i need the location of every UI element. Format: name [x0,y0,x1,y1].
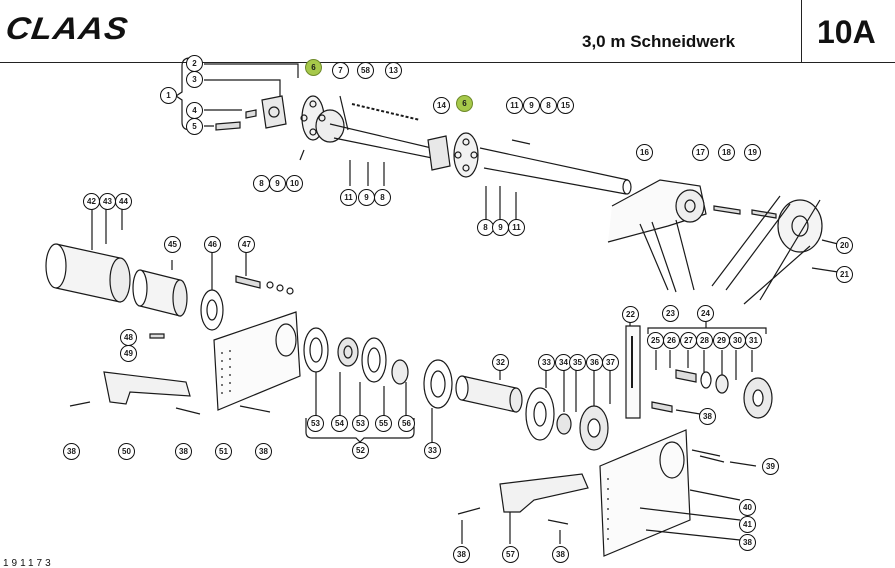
callout-21: 21 [836,266,853,283]
callout-49: 49 [120,345,137,362]
ring-33-left [423,359,453,409]
bracket-50 [103,371,191,405]
callout-6-right: 6 [456,95,473,112]
callout-33-right: 33 [538,354,555,371]
ring-55 [391,359,409,385]
callout-32: 32 [492,354,509,371]
callout-51: 51 [215,443,232,460]
callout-14: 14 [433,97,450,114]
callout-43: 43 [99,193,116,210]
shaft-15 [479,147,629,195]
chain-13 [351,103,421,121]
callout-13: 13 [385,62,402,79]
bearing-54 [337,337,359,367]
callout-10: 10 [286,175,303,192]
callout-38-bottom-mid: 38 [552,546,569,563]
callout-7: 7 [332,62,349,79]
callout-38-bottom-right: 38 [739,534,756,551]
callout-3: 3 [186,71,203,88]
callout-48: 48 [120,329,137,346]
callout-55: 55 [375,415,392,432]
callout-46: 46 [204,236,221,253]
callout-38-plate: 38 [255,443,272,460]
ring-33-right [525,387,555,441]
callout-52: 52 [352,442,369,459]
page-title: 3,0 m Schneidwerk [582,32,736,51]
callout-41: 41 [739,516,756,533]
callout-9-mid: 9 [358,189,375,206]
ring-46 [200,289,224,331]
callout-38-bottom-left: 38 [453,546,470,563]
callout-33-left: 33 [424,442,441,459]
callout-25: 25 [647,332,664,349]
callout-30: 30 [729,332,746,349]
callout-8-left: 8 [253,175,270,192]
callout-29: 29 [713,332,730,349]
callout-23: 23 [662,305,679,322]
callout-54: 54 [331,415,348,432]
mount-plate [261,95,287,129]
callout-20: 20 [836,237,853,254]
callout-5: 5 [186,118,203,135]
callout-6-left: 6 [305,59,322,76]
callout-9-right: 9 [492,219,509,236]
callout-9-left: 9 [269,175,286,192]
callout-38-bracket: 38 [175,443,192,460]
callout-16: 16 [636,144,653,161]
callout-53-left: 53 [307,415,324,432]
pulley-20 [777,199,823,253]
callout-34: 34 [555,354,572,371]
callout-8-top: 8 [540,97,557,114]
washer-53-right [361,337,387,383]
callout-47: 47 [238,236,255,253]
callout-45: 45 [164,236,181,253]
callout-26: 26 [663,332,680,349]
callout-1: 1 [160,87,177,104]
callout-40: 40 [739,499,756,516]
sheet-number: 10A [817,14,876,50]
washer-53-left [303,327,329,373]
shaft-7 [329,123,443,161]
callout-53-right: 53 [352,415,369,432]
callout-35: 35 [569,354,586,371]
callout-17: 17 [692,144,709,161]
callout-58: 58 [357,62,374,79]
bracket-57 [499,473,589,513]
tube-32 [461,375,517,413]
side-plate-41 [599,429,691,557]
header-rule [0,62,895,63]
callout-11-right: 11 [508,219,525,236]
callout-24: 24 [697,305,714,322]
header-divider [801,0,802,62]
callout-27: 27 [680,332,697,349]
callout-11-top: 11 [506,97,523,114]
callout-57: 57 [502,546,519,563]
callout-18: 18 [718,144,735,161]
callout-44: 44 [115,193,132,210]
callout-11-mid: 11 [340,189,357,206]
callout-2: 2 [186,55,203,72]
callout-9-top: 9 [523,97,540,114]
callout-38-upper-right: 38 [699,408,716,425]
callout-8-mid: 8 [374,189,391,206]
callout-4: 4 [186,102,203,119]
document-number: 191173 [3,558,54,568]
callout-28: 28 [696,332,713,349]
callout-56: 56 [398,415,415,432]
side-plate-51 [213,311,301,411]
callout-39: 39 [762,458,779,475]
callout-15: 15 [557,97,574,114]
callout-19: 19 [744,144,761,161]
callout-50: 50 [118,443,135,460]
callout-38-left: 38 [63,443,80,460]
callout-42: 42 [83,193,100,210]
callout-37: 37 [602,354,619,371]
flange-6-right [453,132,479,178]
callout-36: 36 [586,354,603,371]
callout-22: 22 [622,306,639,323]
callout-31: 31 [745,332,762,349]
